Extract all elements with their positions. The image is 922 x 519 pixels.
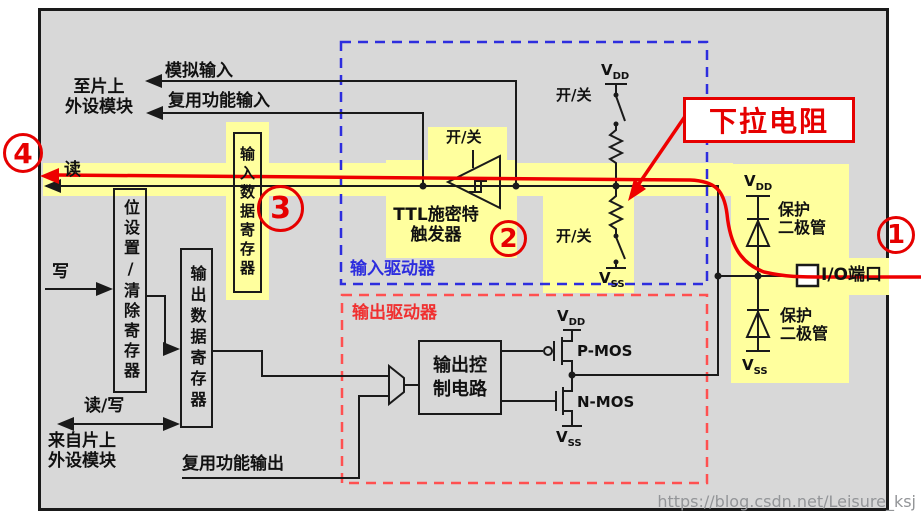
diode-top-triangle — [745, 218, 771, 247]
diode-top-vdd-branch — [746, 195, 770, 276]
arrowheads — [44, 74, 180, 431]
pmos-source-to-vdd — [562, 329, 581, 342]
bit-set-clear-register-box: 位设置/清除寄存器 — [113, 188, 147, 393]
read-write-label: 读/写 — [84, 396, 125, 416]
input-driver-dashed-box — [339, 40, 709, 286]
red-read-path — [40, 111, 921, 279]
output-data-register-box: 输出数据寄存器 — [180, 248, 213, 428]
highlight-schmitt-switch — [428, 127, 507, 163]
vdd-label-pmos: VDD — [557, 307, 586, 328]
pullup-on-off-label: 开/关 — [556, 86, 592, 104]
read-write-left-arrow — [57, 417, 74, 431]
nmos-drain — [563, 375, 573, 392]
pmos-drain — [562, 360, 573, 375]
pmos-label: P-MOS — [577, 342, 633, 360]
junction-dots — [419, 92, 762, 379]
pulldown-on-off-label: 开/关 — [556, 227, 592, 245]
pullup-switch-lever — [615, 95, 626, 122]
write-label: 写 — [52, 262, 69, 282]
callout-arrowhead — [628, 179, 646, 201]
af-output-label: 复用功能输出 — [182, 454, 284, 474]
output-driver-label: 输出驱动器 — [352, 303, 437, 323]
main-read-wire — [46, 185, 719, 376]
read-label: 读 — [64, 160, 81, 180]
highlight-protection-diodes — [731, 164, 849, 383]
vss-label-nmos: VSS — [556, 428, 582, 449]
nmos-label: N-MOS — [577, 393, 635, 411]
mux-symbol — [388, 363, 405, 407]
marker-1-io-port: 1 — [877, 216, 915, 254]
from-onchip-label: 来自片上 外设模块 — [48, 431, 116, 471]
af-input-arrow — [146, 106, 163, 120]
bit-set-clear-register-label: 位设置/清除寄存器 — [121, 199, 140, 382]
schmitt-trigger-symbol — [445, 150, 501, 210]
nmos-symbol — [555, 375, 582, 427]
vdd-terminal — [605, 83, 627, 93]
schmitt-triangle — [445, 154, 501, 210]
output-control-line1: 输出控 — [433, 355, 487, 377]
vss-label-pulldown: VSS — [599, 269, 625, 290]
output-control-line2: 制电路 — [433, 378, 487, 400]
input-driver-label: 输入驱动器 — [350, 259, 435, 279]
hysteresis-glyph — [469, 180, 487, 193]
af-output-wire — [182, 395, 389, 479]
protect-diode-top-label: 保护 二极管 — [778, 200, 827, 238]
marker-4-read: 4 — [3, 133, 43, 173]
output-driver-dashed-box — [340, 293, 709, 485]
analog-input-label: 模拟输入 — [165, 61, 233, 81]
pullup-pulldown-column — [605, 83, 627, 269]
schmitt-on-off-label: 开/关 — [446, 128, 482, 146]
pulldown-resistor — [607, 186, 625, 234]
pullup-resistor — [607, 126, 625, 186]
highlight-pulldown-resistor — [543, 170, 634, 293]
write-arrow — [96, 282, 113, 296]
protect-diode-bottom-label: 保护 二极管 — [780, 306, 829, 344]
watermark: https://blog.csdn.net/Leisure_ksj — [657, 492, 916, 511]
output-control-box: 输出控 制电路 — [418, 340, 502, 415]
outreg-to-mux-wire — [213, 350, 389, 377]
output-data-register-label: 输出数据寄存器 — [187, 264, 207, 412]
vdd-label-diode-top: VDD — [744, 172, 773, 193]
read-write-right-arrow — [163, 417, 180, 431]
vdd-label-pullup: VDD — [601, 61, 630, 82]
marker-2-schmitt: 2 — [490, 220, 527, 257]
schmitt-trigger-label: TTL施密特 触发器 — [393, 205, 479, 245]
pulldown-resistor-callout: 下拉电阻 — [683, 97, 855, 143]
diode-bottom-triangle — [745, 309, 771, 338]
pulldown-switch-lever — [615, 236, 626, 260]
af-input-wire — [157, 112, 424, 186]
red-signal-line — [55, 173, 921, 279]
pmos-symbol — [543, 329, 581, 375]
nmos-source-to-vss — [562, 410, 582, 427]
protection-diode-column — [745, 195, 771, 352]
bitreg-outreg-arrow — [163, 342, 180, 356]
marker-3-input-register: 3 — [257, 185, 304, 232]
vss-label-diode-bottom: VSS — [742, 356, 768, 377]
analog-input-arrow — [145, 74, 162, 88]
callout-arrow-line — [634, 111, 690, 189]
to-onchip-label: 至片上 外设模块 — [65, 77, 133, 117]
bitreg-to-outreg-wire — [147, 295, 166, 350]
analog-input-wire — [152, 80, 517, 186]
red-arrowhead — [40, 168, 59, 184]
io-port-label: I/O端口 — [821, 265, 882, 285]
pmos-gate-bubble — [543, 346, 553, 356]
input-data-register-label: 输入数据寄存器 — [238, 146, 256, 279]
af-input-label: 复用功能输入 — [168, 91, 270, 111]
